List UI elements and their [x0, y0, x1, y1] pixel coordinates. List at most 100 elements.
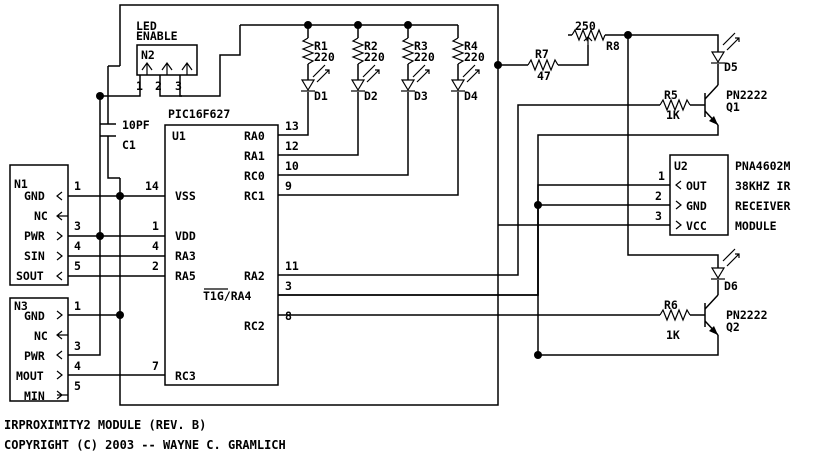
n2-pin-arrow	[181, 61, 193, 75]
potentiometer-r8: 250 R8	[571, 19, 620, 53]
u1-name: PIC16F627	[168, 107, 230, 121]
n2-header: LED ENABLE N2 1 2 3	[136, 19, 198, 93]
resistor-r3	[401, 37, 415, 65]
q2-part: PN2222	[726, 308, 768, 322]
u1-pin-name: T1G/RA4	[203, 289, 252, 303]
ir-led-d5: D5	[710, 32, 740, 74]
u2-desc-line: 38KHZ IR	[735, 179, 790, 193]
d6-label: D6	[724, 279, 738, 293]
u1-pin-name: RC2	[244, 319, 265, 333]
led-d1: D1	[300, 64, 330, 103]
n1-pin-name: GND	[24, 189, 45, 203]
u2-ir-receiver: U2 1 OUT 2 GND 3 VCC PNA4602M 38KHZ IR R…	[655, 154, 790, 236]
u2-desc-line: RECEIVER	[735, 199, 790, 213]
capacitor-c1: 10PF C1	[100, 118, 150, 152]
n3-pin-arrows	[56, 310, 68, 400]
n3-pin-name: PWR	[24, 349, 45, 363]
u1-ref: U1	[172, 129, 186, 143]
r4-value: 220	[464, 50, 485, 64]
u1-pin-name: VSS	[175, 189, 196, 203]
r1-value: 220	[314, 50, 335, 64]
led-resistors: R1 220 R2 220 R3 220 R4 220	[301, 37, 485, 65]
u1-pin-name: RA5	[175, 269, 196, 283]
junction-dot	[404, 21, 412, 29]
n3-pin-name: NC	[34, 329, 48, 343]
junction-dot	[534, 201, 542, 209]
n3-pin-name: GND	[24, 309, 45, 323]
led-d2: D2	[350, 64, 380, 103]
r7-value: 47	[537, 69, 551, 83]
c1-value: 10PF	[122, 118, 150, 132]
n3-pin-name: MOUT	[16, 369, 44, 383]
n1-connector: N1 GND 1 NC PWR 3 SIN 4 SOUT 5	[9, 164, 81, 286]
led-d3: D3	[400, 64, 430, 103]
u1-pin-num: 8	[285, 309, 292, 323]
led-d4: D4	[450, 64, 480, 103]
u1-pin-num: 4	[152, 239, 159, 253]
n3-pin-num: 4	[74, 359, 81, 373]
r3-ref: R3	[414, 39, 428, 53]
u1-pin-num: 10	[285, 159, 299, 173]
u2-pin-arrows	[675, 180, 682, 230]
r6-value: 1K	[666, 328, 680, 342]
n3-connector: N3 GND 1 NC PWR 3 MOUT 4 MIN 5	[9, 297, 81, 403]
u1-pin-name: RA3	[175, 249, 196, 263]
n1-pin-name: SIN	[24, 249, 45, 263]
n3-pin-num: 5	[74, 379, 81, 393]
n1-pin-name: NC	[34, 209, 48, 223]
n1-box	[9, 164, 69, 286]
n3-pin-num: 3	[74, 339, 81, 353]
junction-dot	[534, 351, 542, 359]
n2-pin-2: 2	[155, 79, 162, 93]
r5-value: 1K	[666, 108, 680, 122]
r8-value: 250	[575, 19, 596, 33]
junction-dot	[116, 311, 124, 319]
wires	[68, 4, 719, 406]
u1-pin-num: 1	[152, 219, 159, 233]
n1-pin-name: SOUT	[16, 269, 44, 283]
n2-ref: N2	[141, 48, 155, 62]
u2-desc-line: PNA4602M	[735, 159, 790, 173]
junction-dot	[354, 21, 362, 29]
led-label: D1	[314, 89, 328, 103]
junction-dot	[96, 232, 104, 240]
led-label: D4	[464, 89, 478, 103]
u2-pin-name: GND	[686, 199, 707, 213]
indicator-leds: D1 D2 D3 D4	[300, 64, 480, 103]
u1-pic: PIC16F627 U1 14 VSS 1 VDD 4 RA3 2 RA5 7 …	[145, 107, 299, 386]
u1-box	[164, 124, 279, 386]
n3-pin-name: MIN	[24, 389, 45, 403]
n2-pin-arrow	[141, 61, 153, 75]
u2-ref: U2	[674, 159, 688, 173]
junction-dot	[304, 21, 312, 29]
n2-pin-1: 1	[136, 79, 143, 93]
n3-ref: N3	[14, 299, 28, 313]
u1-pin-num: 14	[145, 179, 159, 193]
u1-pin-num: 9	[285, 179, 292, 193]
r2-ref: R2	[364, 39, 378, 53]
r5-ref: R5	[664, 88, 678, 102]
junction-dot	[116, 192, 124, 200]
n3-pin-num: 1	[74, 299, 81, 313]
u1-pin-name: RC1	[244, 189, 265, 203]
junction-dot	[624, 31, 632, 39]
n2-pin-3: 3	[175, 79, 182, 93]
n2-heading-enable: ENABLE	[136, 29, 178, 43]
n3-box	[9, 297, 69, 402]
transistor-q1: R5 1K PN2222 Q1	[659, 84, 768, 126]
resistor-r6	[659, 308, 691, 322]
q1-ref: Q1	[726, 100, 740, 114]
resistor-r1	[301, 37, 315, 65]
resistor-r5	[659, 98, 691, 112]
u2-pin-name: VCC	[686, 219, 707, 233]
resistor-r2	[351, 37, 365, 65]
n1-pin-num: 1	[74, 179, 81, 193]
u1-pin-name: RA2	[244, 269, 265, 283]
r4-ref: R4	[464, 39, 478, 53]
n1-pin-name: PWR	[24, 229, 45, 243]
u1-pin-name: RA1	[244, 149, 265, 163]
u1-pin-num: 12	[285, 139, 299, 153]
r7-ref: R7	[535, 47, 549, 61]
resistor-r4	[451, 37, 465, 65]
